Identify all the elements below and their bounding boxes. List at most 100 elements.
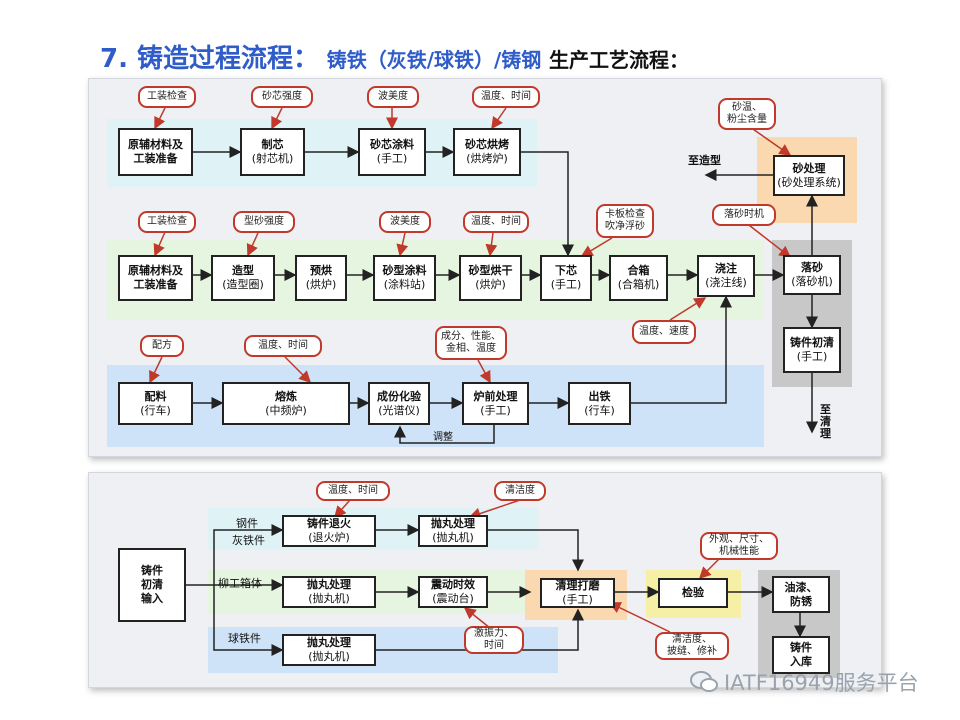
label-main: 炉前处理 — [473, 389, 518, 403]
label-main: 原辅材料及 — [128, 264, 183, 277]
shot-blast-box-3: 抛丸处理 (抛丸机) — [282, 634, 376, 666]
label-sub: (射芯机) — [251, 152, 294, 165]
label-sub: (手工) — [550, 278, 582, 291]
sand-processing-box: 砂处理 (砂处理系统) — [773, 155, 845, 196]
core-setting-box: 下芯 (手工) — [540, 255, 592, 301]
label-sub: (行车) — [584, 403, 615, 417]
adjust-label: 调整 — [433, 432, 453, 443]
label-main: 检验 — [682, 586, 704, 599]
label-sub: (涂料站) — [383, 278, 426, 291]
note-tooling-check-1: 工装检查 — [138, 86, 196, 108]
pretreatment-box: 炉前处理 (手工) — [462, 382, 529, 425]
note-core-strength: 砂芯强度 — [251, 86, 313, 108]
label-main: 铸件退火 — [307, 517, 351, 530]
label-main: 配料 — [144, 389, 167, 403]
note-temp-time-3: 温度、时间 — [244, 335, 322, 357]
batching-box: 配料 (行车) — [118, 382, 193, 425]
label-sub: (抛丸机) — [432, 531, 474, 544]
note-excitation: 激振力、 时间 — [464, 626, 524, 654]
label-main: 铸件初清 — [790, 336, 834, 349]
label-main: 砂型烘干 — [468, 264, 513, 277]
tapping-box: 出铁 (行车) — [568, 382, 631, 425]
shakeout-box: 落砂 (落砂机) — [783, 255, 841, 295]
label-sub: (抛丸机) — [308, 650, 350, 663]
note-sand-temp: 砂温、 粉尘含量 — [718, 98, 776, 130]
label-sub: (行车) — [140, 403, 171, 417]
label-main: 出铁 — [588, 389, 611, 403]
branch-gray-label: 灰铁件 — [232, 534, 265, 547]
finishing-box: 清理打磨 (手工) — [540, 578, 615, 608]
label-sub: (抛丸机) — [308, 592, 350, 605]
core-coating-box: 砂芯涂料 (手工) — [358, 128, 426, 176]
preheat-box: 预烘 (烘炉) — [295, 255, 347, 301]
core-baking-box: 砂芯烘烤 (烘烤炉) — [453, 128, 521, 176]
label-sub: (造型圈) — [222, 278, 264, 291]
label-main: 铸件 初清 输入 — [141, 564, 163, 605]
note-sand-strength: 型砂强度 — [233, 211, 295, 233]
pouring-box: 浇注 (浇注线) — [697, 255, 755, 297]
inspection-box: 检验 — [658, 578, 728, 608]
label-main: 预烘 — [310, 264, 332, 277]
branch-ductile-label: 球铁件 — [228, 632, 261, 645]
vibration-aging-box: 震动时效 (震动台) — [418, 576, 488, 608]
label-sub: (手工) — [376, 152, 408, 165]
mold-drying-box: 砂型烘干 (烘炉) — [459, 255, 522, 301]
mold-coating-box: 砂型涂料 (涂料站) — [373, 255, 436, 301]
note-formula: 配方 — [140, 335, 184, 357]
storage-box: 铸件 入库 — [772, 636, 830, 674]
label-sub: 工装准备 — [133, 278, 178, 291]
chat-icon — [690, 671, 718, 692]
molding-box: 造型 (造型圈) — [211, 255, 275, 301]
note-temp-time-4: 温度、时间 — [316, 481, 390, 501]
to-cleaning-label: 至 清 理 — [820, 403, 831, 440]
label-sub: (手工) — [562, 593, 593, 606]
core-materials-box: 原辅材料及 工装准备 — [118, 128, 193, 176]
branch-steel-label: 钢件 — [236, 517, 258, 530]
melting-box: 熔炼 (中频炉) — [222, 382, 350, 425]
label-sub: (光谱仪) — [378, 403, 420, 417]
label-main: 落砂 — [801, 261, 823, 274]
label-main: 震动时效 — [431, 578, 475, 591]
mold-closing-box: 合箱 (合箱机) — [609, 255, 668, 301]
label-main: 合箱 — [627, 264, 650, 277]
mold-materials-box: 原辅材料及 工装准备 — [118, 255, 193, 301]
note-temp-time-2: 温度、时间 — [463, 211, 529, 233]
label-main: 铸件 入库 — [790, 641, 812, 668]
label-main: 砂芯烘烤 — [465, 138, 509, 151]
label-main: 抛丸处理 — [307, 636, 351, 649]
label-sub: (手工) — [480, 403, 511, 417]
note-temp-speed: 温度、速度 — [632, 320, 696, 344]
label-sub: (烘炉) — [475, 278, 506, 291]
label-sub: (合箱机) — [617, 278, 660, 291]
note-baume-2: 波美度 — [379, 211, 431, 233]
title-subject: 铸铁（灰铁/球铁）/铸钢 — [326, 48, 542, 72]
label-main: 砂处理 — [792, 161, 826, 175]
watermark: IATF16949服务平台 — [690, 667, 919, 697]
note-temp-time-1: 温度、时间 — [472, 86, 540, 108]
label-main: 油漆、 防锈 — [784, 580, 818, 608]
label-main: 砂型涂料 — [382, 264, 427, 277]
label-sub: (落砂机) — [791, 275, 833, 288]
painting-box: 油漆、 防锈 — [772, 576, 830, 613]
label-main: 成份化验 — [377, 389, 421, 403]
label-sub: (中频炉) — [265, 403, 307, 417]
label-sub: (震动台) — [432, 592, 474, 605]
page-title: 7. 铸造过程流程： 铸铁（灰铁/球铁）/铸钢 生产工艺流程： — [100, 38, 689, 75]
label-sub: (浇注线) — [705, 276, 747, 289]
note-tooling-check-2: 工装检查 — [138, 211, 196, 233]
initial-clean-box: 铸件初清 (手工) — [783, 327, 841, 373]
to-molding-label: 至造型 — [688, 154, 721, 167]
label-main: 原辅材料及 — [128, 138, 183, 151]
label-main: 制芯 — [261, 138, 284, 151]
title-suffix: 生产工艺流程： — [548, 48, 689, 72]
analysis-box: 成份化验 (光谱仪) — [368, 382, 430, 425]
label-sub: (烘烤炉) — [466, 152, 508, 165]
label-main: 造型 — [232, 264, 254, 277]
watermark-text: IATF16949服务平台 — [724, 671, 919, 695]
label-main: 熔炼 — [275, 389, 297, 403]
initial-clean-input-box: 铸件 初清 输入 — [118, 548, 186, 622]
label-sub: (手工) — [796, 350, 828, 363]
note-baume-1: 波美度 — [367, 86, 419, 108]
label-sub: (烘炉) — [305, 278, 337, 291]
